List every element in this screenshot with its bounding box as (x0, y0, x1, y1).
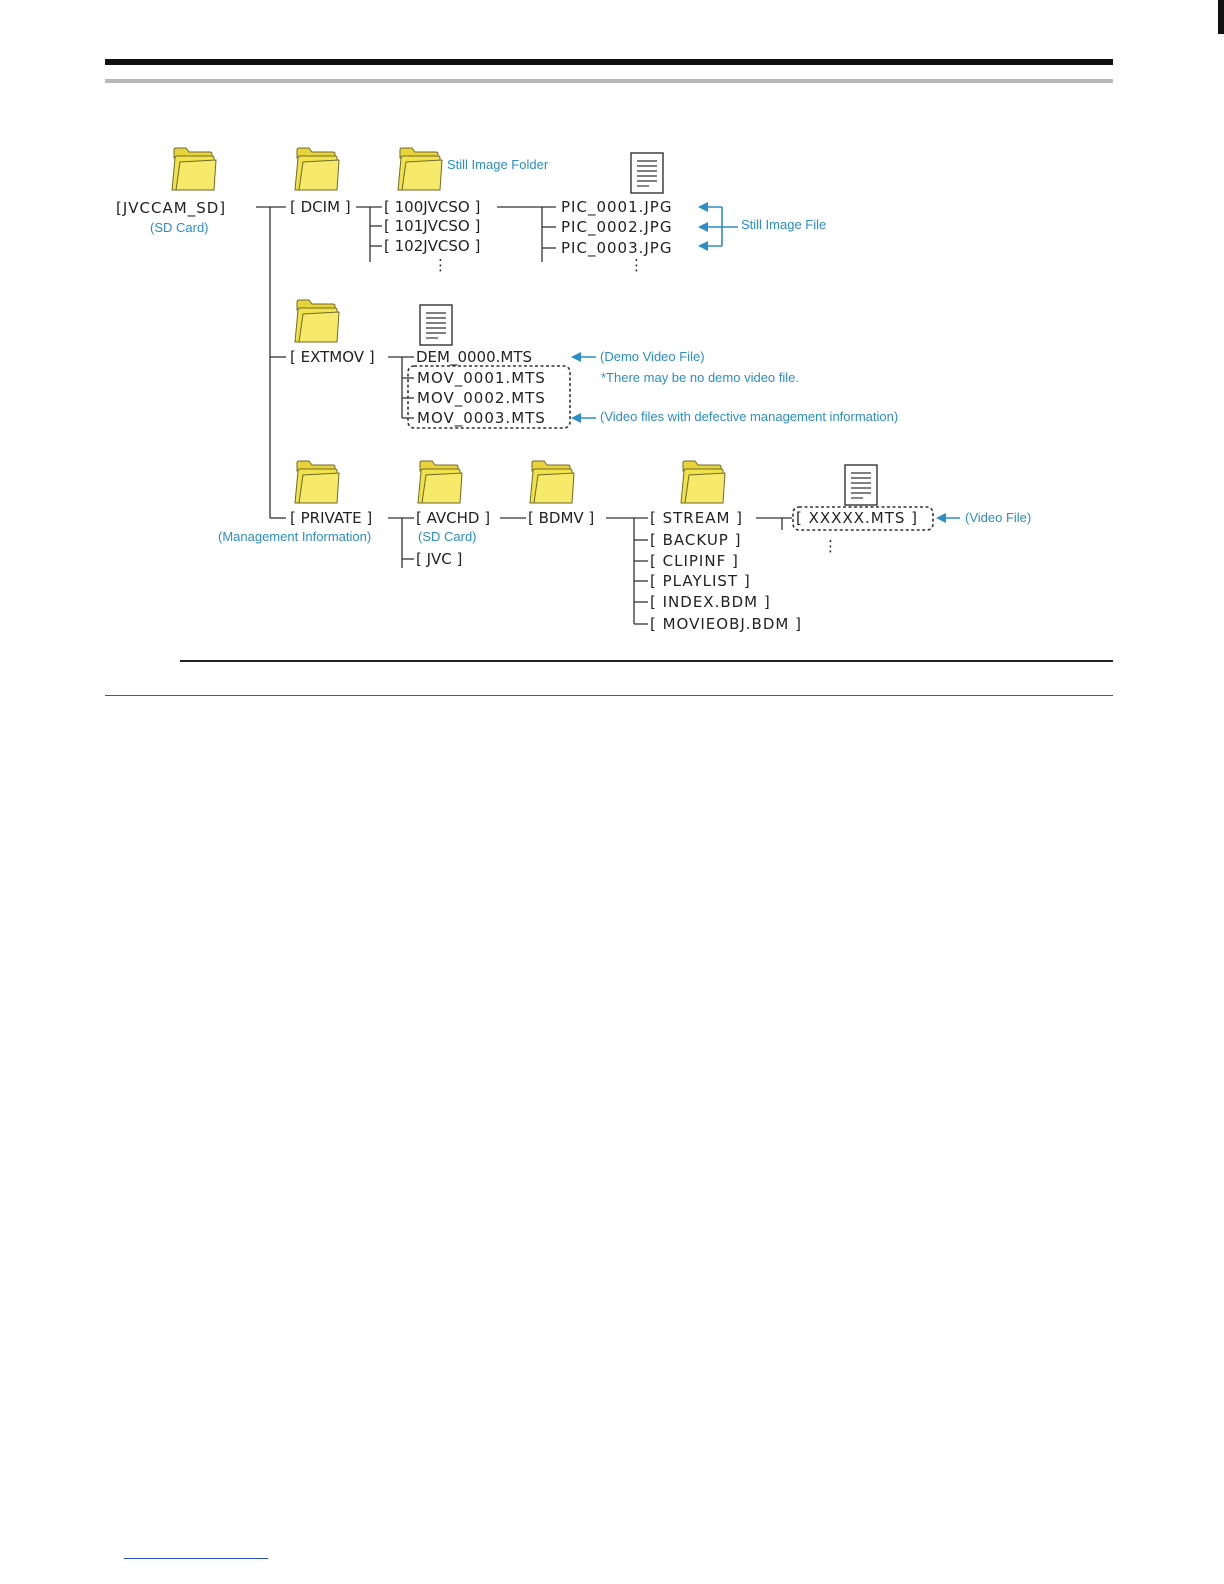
stream-file-arrow (936, 513, 960, 523)
header-rule-gray (105, 79, 1113, 83)
root-folder-label: [JVCCAM_SD] (116, 199, 226, 218)
private-folder-icon (294, 460, 340, 504)
defective-video-file-label: MOV_0003.MTS (417, 409, 546, 428)
video-file-icon (419, 304, 453, 346)
dcim-folder-label: [ DCIM ] (290, 198, 351, 216)
bdmv-child-label: [ STREAM ] (650, 509, 743, 527)
still-image-file-note: Still Image File (741, 217, 826, 232)
jvc-folder-label: [ JVC ] (416, 550, 462, 568)
bdmv-child-label: [ INDEX.BDM ] (650, 593, 771, 611)
demo-video-file-note: (Demo Video File) (600, 349, 705, 364)
bdmv-child-label: [ BACKUP ] (650, 531, 741, 549)
demo-video-file-label: DEM_0000.MTS (416, 348, 532, 367)
still-image-file-arrows (698, 202, 738, 251)
figure-bottom-rule (180, 660, 1113, 662)
stream-file-note: (Video File) (965, 510, 1031, 525)
stream-folder-icon (680, 460, 726, 504)
avchd-folder-label: [ AVCHD ] (416, 509, 490, 527)
extmov-folder-icon (294, 299, 340, 343)
stream-file-more: ⋮ (823, 537, 838, 555)
footer-link-underline[interactable] (124, 1558, 268, 1559)
private-folder-label: [ PRIVATE ] (290, 509, 372, 527)
still-image-file-label: PIC_0003.JPG (561, 239, 672, 258)
vertical-edge-mark (1218, 0, 1224, 34)
extmov-folder-label: [ EXTMOV ] (290, 348, 375, 366)
folder-structure-diagram: [JVCCAM_SD] (SD Card) [ DCIM ] Still Ima… (116, 147, 1031, 633)
dcim-folder-icon (294, 147, 340, 191)
section-divider-rule (105, 695, 1113, 696)
stream-file-label: [ XXXXX.MTS ] (796, 509, 918, 527)
demo-video-file-note-2: *There may be no demo video file. (601, 370, 799, 385)
subfolder-more: ⋮ (433, 256, 448, 274)
subfolder-label: [ 102JVCSO ] (384, 237, 480, 255)
still-image-file-more: ⋮ (629, 256, 644, 274)
avchd-folder-note: (SD Card) (418, 529, 477, 544)
defective-video-file-label: MOV_0001.MTS (417, 369, 546, 388)
still-image-folder-note: Still Image Folder (447, 157, 549, 172)
header-rule-black (105, 59, 1113, 65)
still-image-file-label: PIC_0001.JPG (561, 198, 672, 217)
root-folder-note: (SD Card) (150, 220, 209, 235)
subfolder-label: [ 100JVCSO ] (384, 198, 480, 216)
still-image-folder-icon (397, 147, 443, 191)
bdmv-child-label: [ PLAYLIST ] (650, 572, 751, 590)
still-image-file-label: PIC_0002.JPG (561, 218, 672, 237)
subfolder-label: [ 101JVCSO ] (384, 217, 480, 235)
stream-file-box (792, 506, 934, 531)
stream-file-icon (844, 464, 878, 506)
avchd-folder-icon (417, 460, 463, 504)
bdmv-child-label: [ CLIPINF ] (650, 552, 739, 570)
defective-files-arrow (571, 413, 596, 423)
bdmv-child-label: [ MOVIEOBJ.BDM ] (650, 615, 802, 633)
defective-files-box (407, 365, 571, 429)
bdmv-folder-icon (529, 460, 575, 504)
defective-video-files-note: (Video files with defective management i… (600, 409, 898, 424)
defective-video-file-label: MOV_0002.MTS (417, 389, 546, 408)
private-folder-note: (Management Information) (218, 529, 371, 544)
demo-file-arrow (571, 352, 596, 362)
bdmv-folder-label: [ BDMV ] (528, 509, 594, 527)
root-folder-icon (171, 147, 217, 191)
still-image-file-icon (630, 152, 664, 194)
